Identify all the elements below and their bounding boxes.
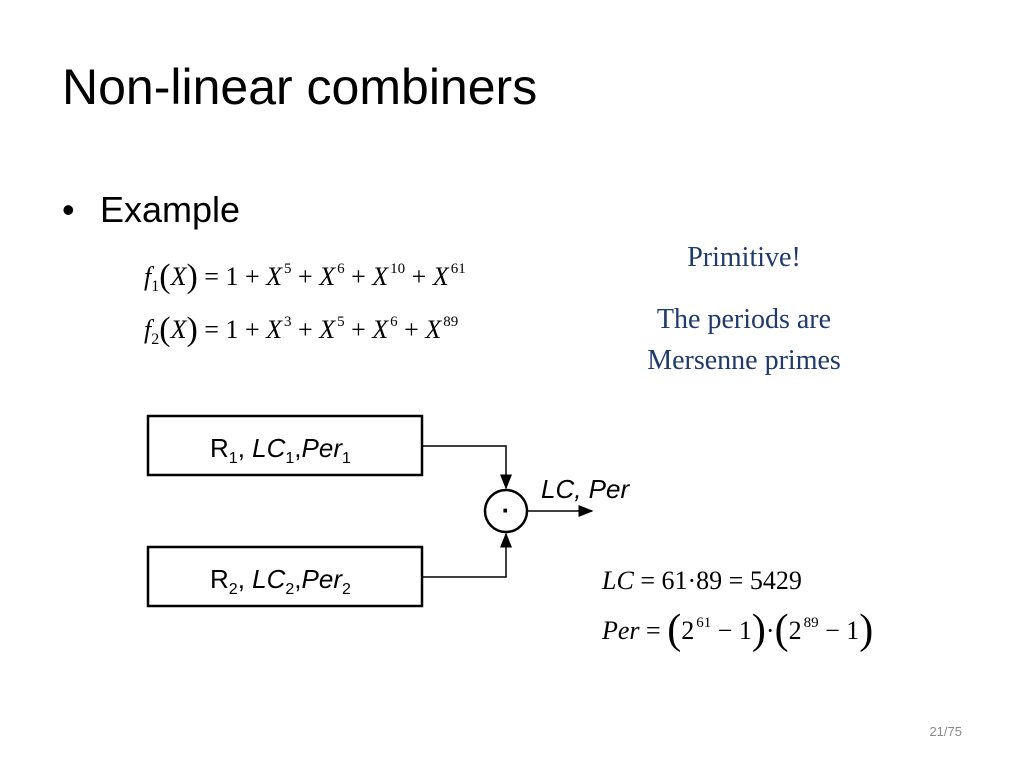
result-lc-lhs: LC <box>602 566 634 595</box>
eq-f2-exp: 6 <box>390 314 398 330</box>
result-per-exp: 89 <box>803 615 819 631</box>
eq-f2-var: X <box>170 315 187 344</box>
eq-f1-term: X <box>319 262 336 291</box>
register-1-label: R1, LC1,Per1 <box>210 433 351 467</box>
eq-f2-exp: 5 <box>337 314 345 330</box>
eq-f1-term: 1 <box>225 262 239 291</box>
eq-f1-var: X <box>170 262 187 291</box>
eq-f2-exp: 89 <box>443 314 459 330</box>
eq-f2-term: X <box>425 315 442 344</box>
eq-f1-exp: 10 <box>390 261 406 277</box>
result-lc-value: 5429 <box>749 566 802 595</box>
eq-f1-func: f <box>144 262 152 291</box>
slide-title: Non-linear combiners <box>62 59 538 115</box>
eq-f2-term: X <box>319 315 336 344</box>
eq-f1-exp: 5 <box>284 261 292 277</box>
note-periods-line1: The periods are <box>656 304 832 335</box>
eq-f1-term: X <box>372 262 389 291</box>
eq-f2-func: f <box>144 315 152 344</box>
note-periods: The periods are Mersenne primes <box>594 300 894 381</box>
result-lc: LC = 61·89 = 5429 <box>602 566 802 595</box>
result-per-one: 1 <box>846 616 860 645</box>
result-per-one: 1 <box>738 616 752 645</box>
register-2-label: R2, LC2,Per2 <box>210 564 351 598</box>
connector-2 <box>422 532 512 578</box>
bullet-text: Example <box>100 189 241 230</box>
bullet-marker: • <box>62 189 75 230</box>
result-lc-expr: 61·89 <box>661 566 723 595</box>
result-per-base: 2 <box>788 616 802 645</box>
note-periods-line2: Mersenne primes <box>647 344 841 376</box>
result-per-base: 2 <box>681 616 695 645</box>
note-primitive: Primitive! <box>687 242 801 273</box>
page-number: 21/75 <box>929 724 962 739</box>
eq-f1-term: X <box>266 262 283 291</box>
result-per-lhs: Per <box>602 616 640 645</box>
combiner-symbol: · <box>502 495 511 525</box>
eq-f2-term: X <box>372 315 389 344</box>
output-label: LC, Per <box>541 474 630 504</box>
result-per-exp: 61 <box>696 615 712 631</box>
eq-f2-sub: 2 <box>151 331 160 348</box>
eq-f1-exp: 6 <box>337 261 345 277</box>
eq-f2-term: 1 <box>225 315 239 344</box>
eq-f1-term: X <box>432 262 449 291</box>
eq-f2-term: X <box>266 315 283 344</box>
eq-f2-exp: 3 <box>284 314 292 330</box>
eq-f1-sub: 1 <box>151 278 160 295</box>
eq-f1-exp: 61 <box>450 261 466 277</box>
bullet-example: • Example <box>62 192 240 228</box>
connector-1 <box>422 445 512 490</box>
register-block-1 <box>146 414 424 477</box>
register-block-2 <box>146 545 424 608</box>
